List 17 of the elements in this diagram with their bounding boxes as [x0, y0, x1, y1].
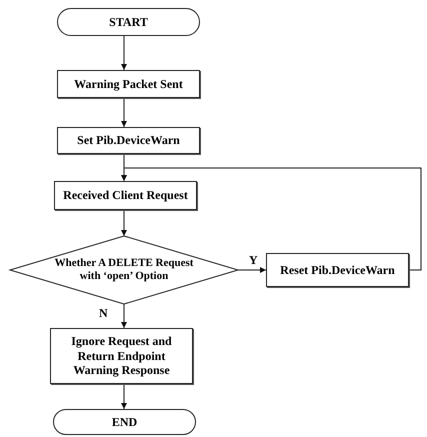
arrow: [121, 210, 127, 236]
arrow: [121, 98, 127, 128]
arrow: [121, 36, 127, 70]
arrow: [121, 304, 127, 328]
process-box: Received Client Request: [54, 181, 197, 210]
process-box: Set Pib.DeviceWarn: [57, 127, 200, 154]
process-box: Reset Pib.DeviceWarn: [266, 253, 409, 287]
terminal-box: END: [53, 409, 196, 435]
process-box: Ignore Request and Return Endpoint Warning Response: [50, 328, 193, 384]
edge-label: Y: [248, 254, 259, 266]
process-box: Warning Packet Sent: [57, 70, 200, 98]
terminal-box: START: [57, 8, 200, 36]
arrow: [121, 384, 127, 410]
arrow: [238, 267, 266, 273]
edge-label: N: [98, 307, 109, 319]
decision-diamond: Whether A DELETE Request with ‘open’ Option: [10, 236, 238, 304]
arrow: [121, 168, 422, 270]
